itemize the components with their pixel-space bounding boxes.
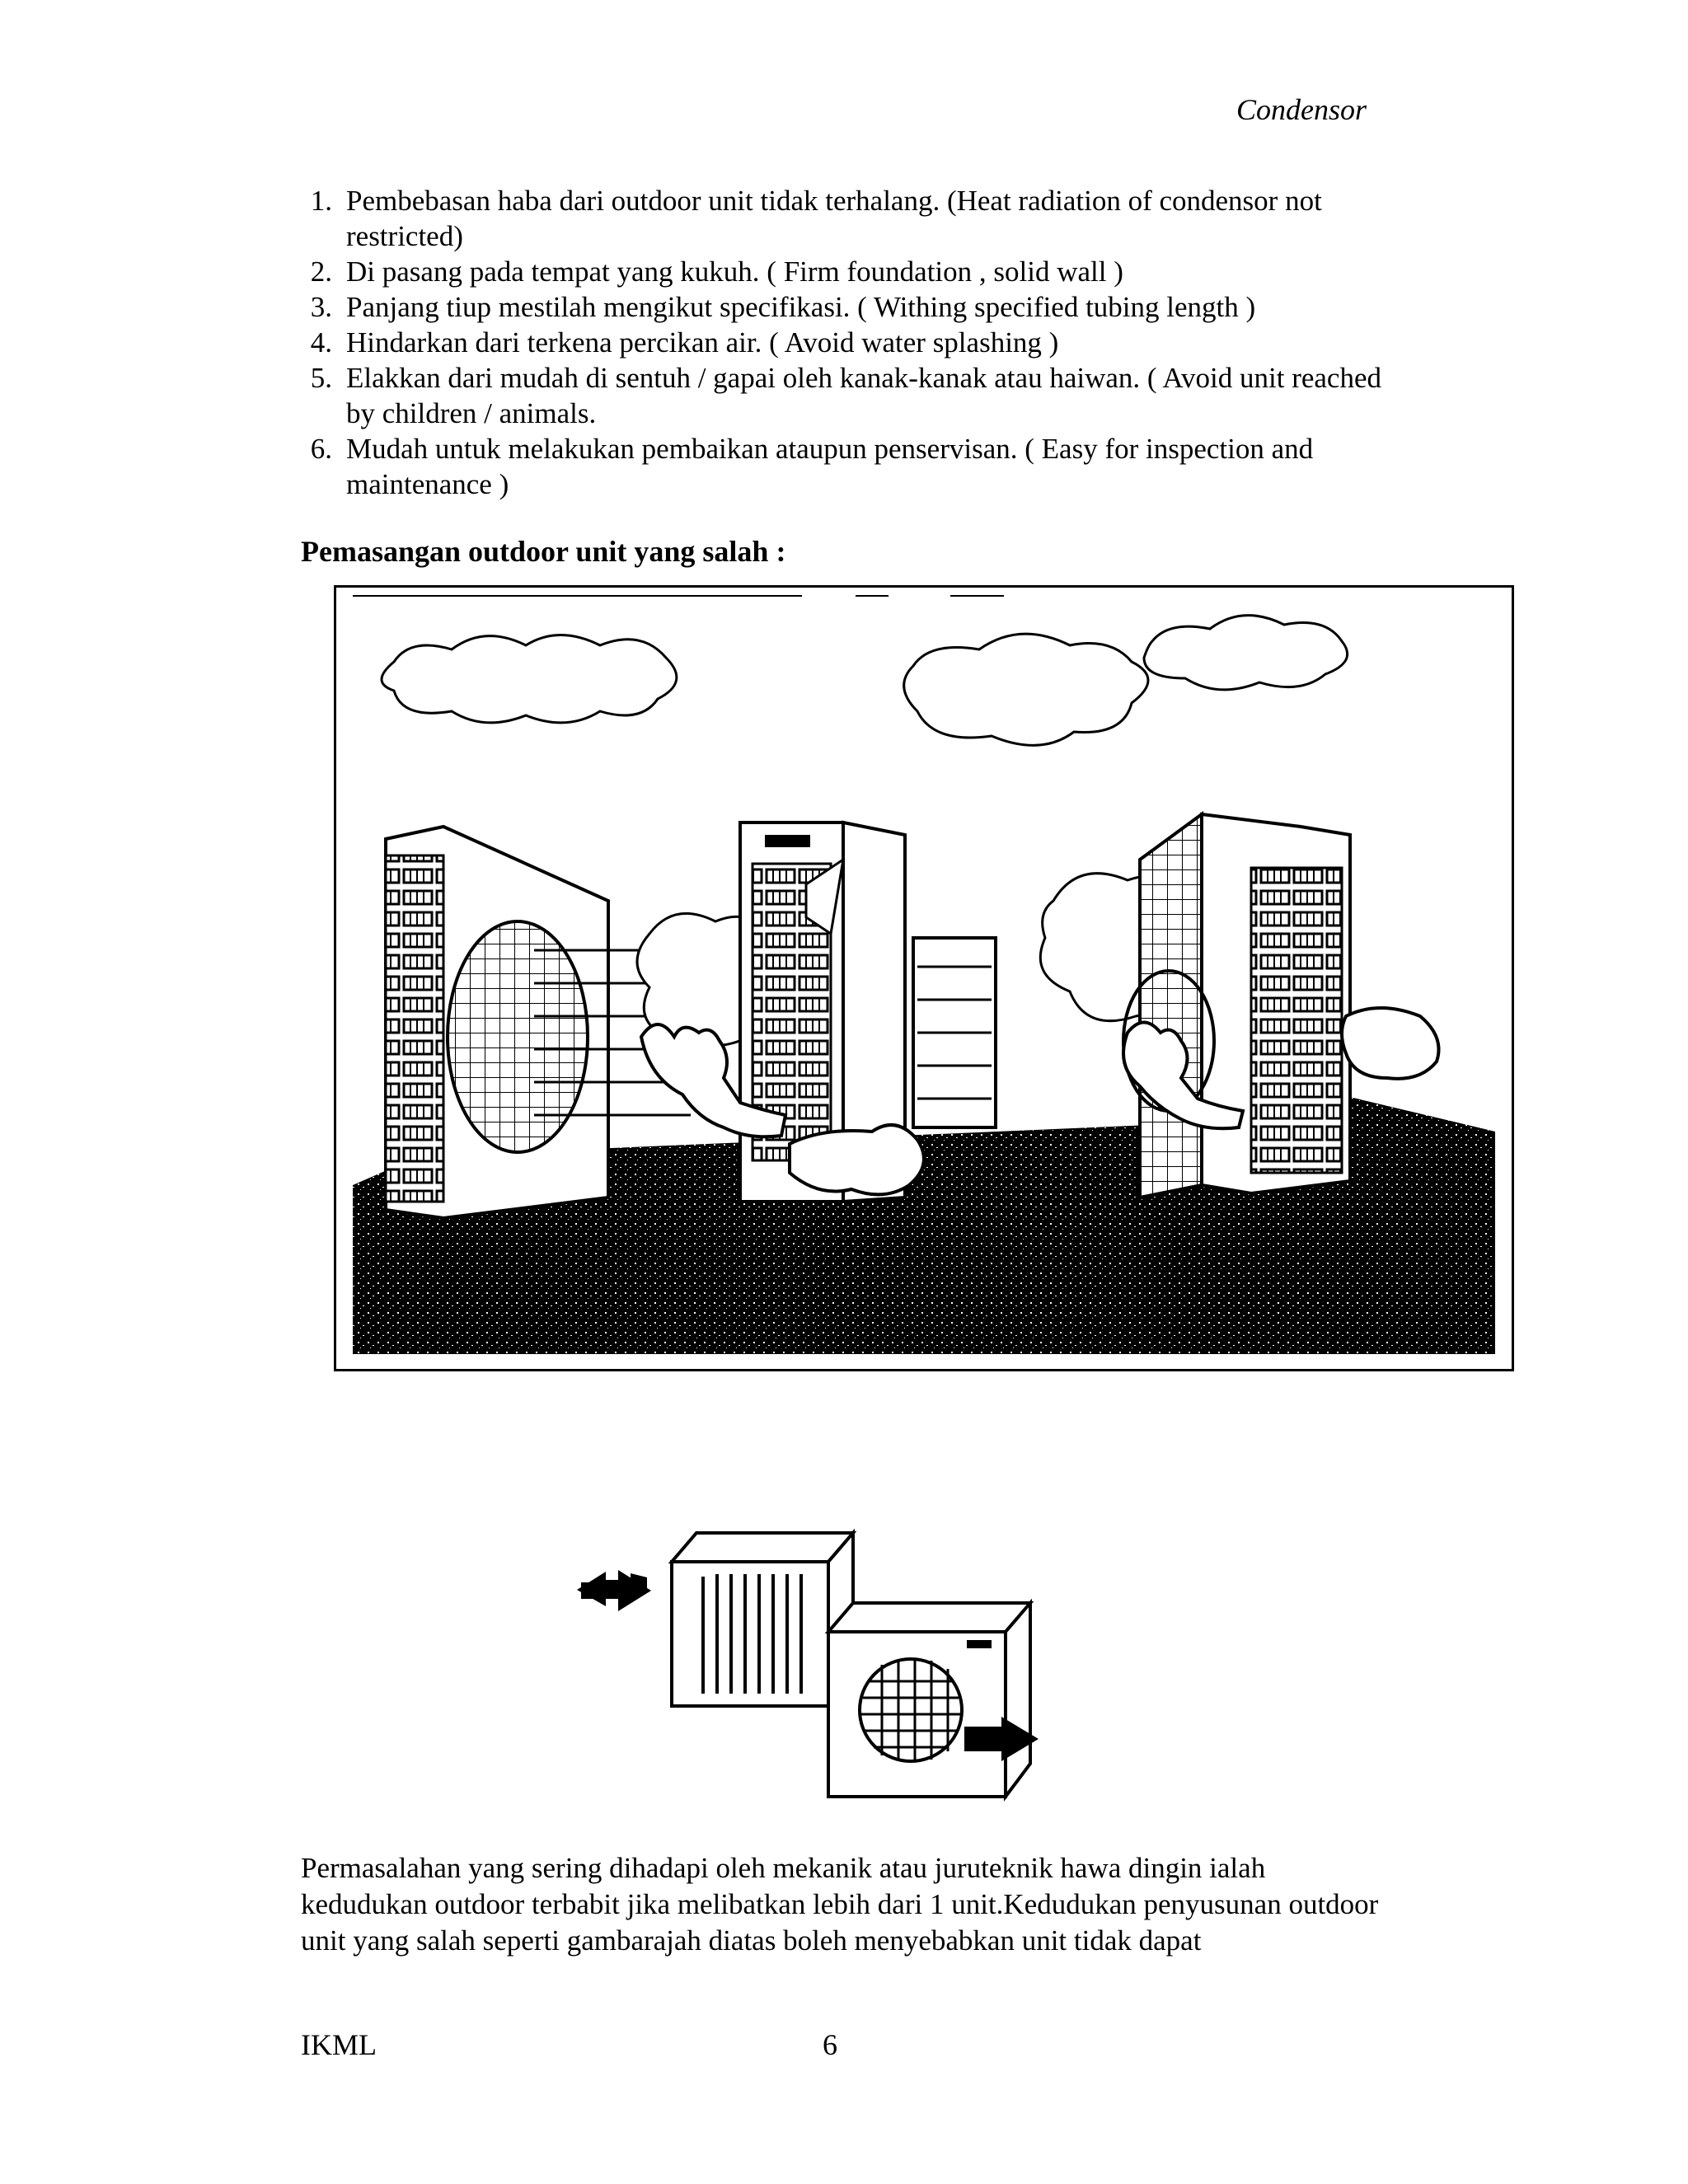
list-item: 4. Hindarkan dari terkena percikan air. (… [293,325,1397,360]
list-item-number: 5. [310,362,332,394]
list-item-number: 6. [310,433,332,465]
list-item: 6. Mudah untuk melakukan pembaikan ataupu… [293,431,1397,502]
installation-guidelines-list: 1. Pembebasan haba dari outdoor unit tida… [293,183,1397,502]
list-item: 5. Elakkan dari mudah di sentuh / gapai o… [293,360,1397,431]
footer-organization: IKML [301,2028,377,2061]
body-paragraph: Permasalahan yang sering dihadapi oleh m… [301,1852,1379,1957]
list-item: 2. Di pasang pada tempat yang kukuh. ( Fi… [293,254,1397,289]
list-item-number: 3. [310,291,332,323]
list-item-text: Hindarkan dari terkena percikan air. ( A… [346,326,1059,359]
list-item-text: Elakkan dari mudah di sentuh / gapai ole… [346,362,1382,429]
list-item: 1. Pembebasan haba dari outdoor unit tida… [293,183,1397,254]
outdoor-units-illustration [334,585,1514,1371]
page-number: 6 [823,2028,837,2061]
section-heading: Pemasangan outdoor unit yang salah : [301,535,786,568]
list-item: 3. Panjang tiup mestilah mengikut specifi… [293,289,1397,325]
cartoon-outdoor-units-illustration-icon [353,595,1495,1354]
units-facing-airflow-diagram [548,1455,1125,1825]
list-item-number: 4. [310,326,332,359]
list-item-number: 1. [310,185,332,217]
units-facing-airflow-diagram-icon [577,1528,1039,1802]
list-item-text: Panjang tiup mestilah mengikut specifika… [346,291,1256,323]
list-item-number: 2. [310,255,332,288]
page-header-title: Condensor [1236,93,1367,126]
list-item-text: Di pasang pada tempat yang kukuh. ( Firm… [346,255,1123,288]
list-item-text: Pembebasan haba dari outdoor unit tidak … [346,185,1322,252]
list-item-text: Mudah untuk melakukan pembaikan ataupun … [346,433,1314,500]
